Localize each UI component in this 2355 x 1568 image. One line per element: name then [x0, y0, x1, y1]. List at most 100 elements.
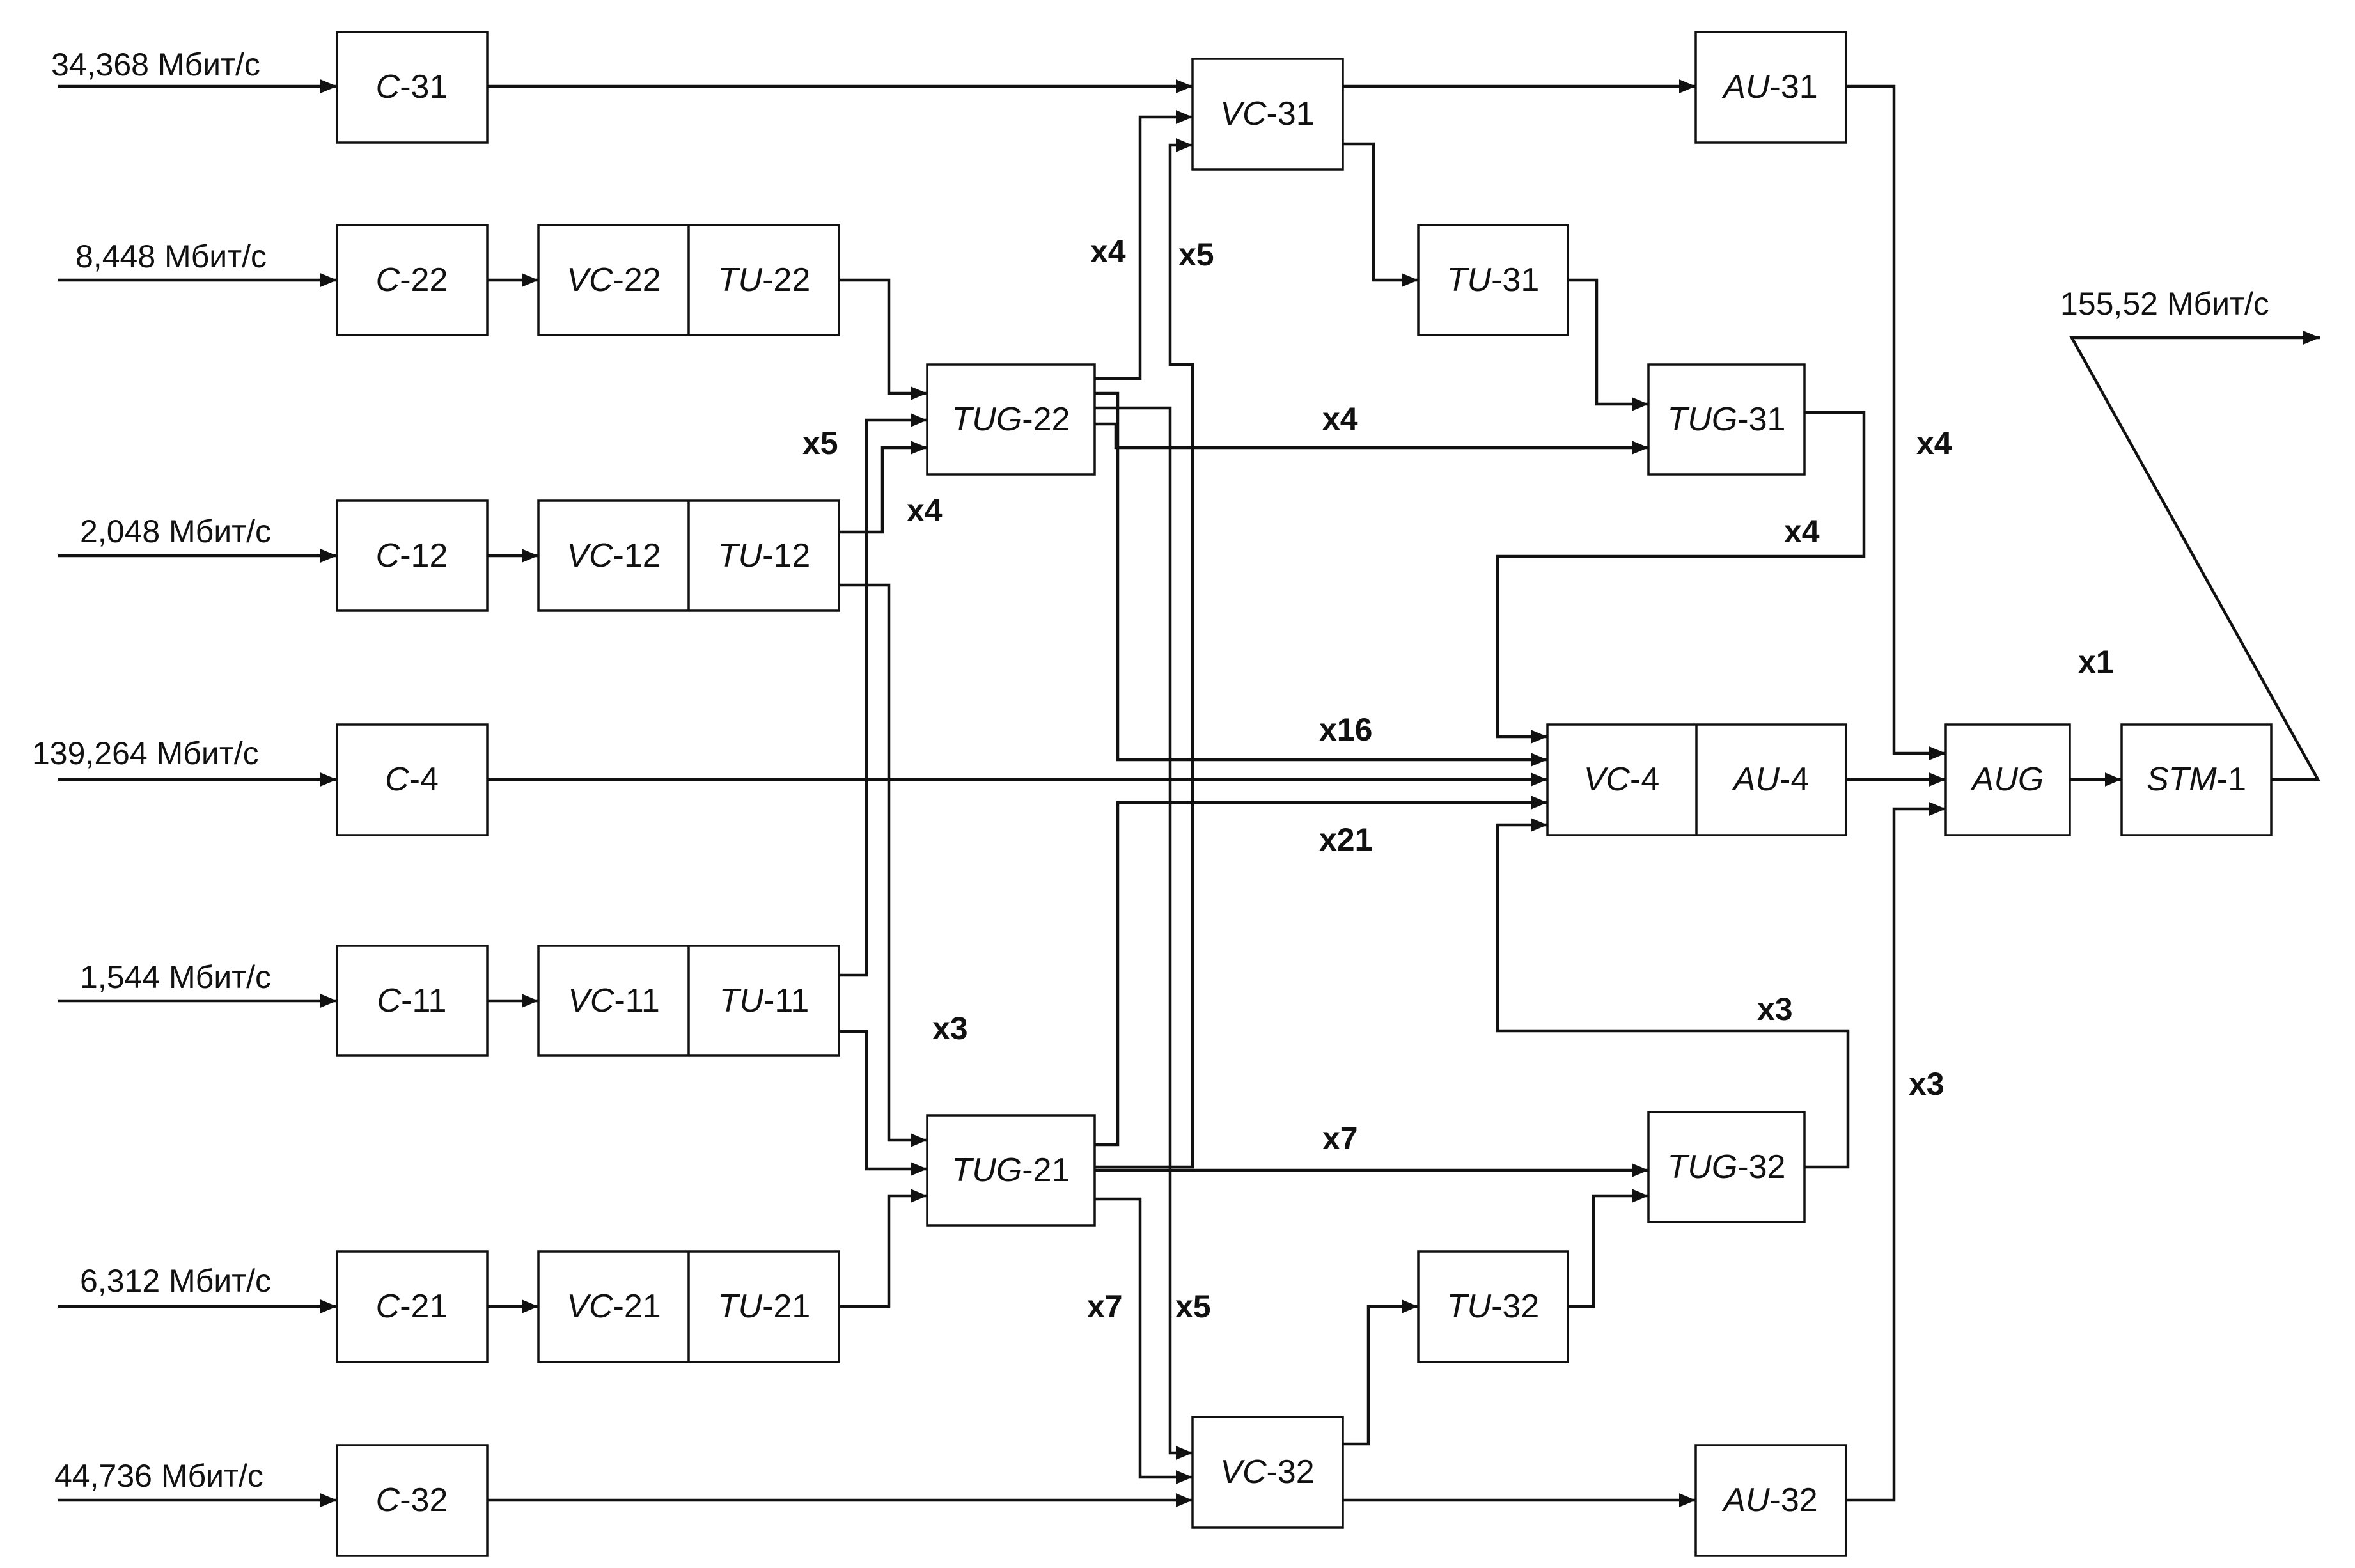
block-aug: AUG	[1944, 723, 2071, 836]
arrow-vc31-tu31	[1343, 142, 1418, 287]
arrow-tug22-vc4	[1095, 391, 1547, 767]
svg-text:AU-32: AU-32	[1721, 1482, 1817, 1519]
block-c21: C-21	[336, 1250, 489, 1363]
rate-label-c21: 6,312 Мбит/с	[80, 1263, 271, 1299]
svg-text:VC-4: VC-4	[1584, 761, 1660, 798]
block-tug21: TUG-21	[926, 1114, 1096, 1227]
block-au32: AU-32	[1694, 1444, 1847, 1557]
mult-tug22-vc31: x4	[1090, 233, 1126, 269]
svg-text:TUG-22: TUG-22	[952, 401, 1070, 438]
svg-text:C-21: C-21	[376, 1288, 448, 1325]
block-vc11-tu11: VC-11 TU-11	[537, 945, 840, 1057]
mult-au31-aug: x4	[1916, 425, 1952, 461]
block-vc22-tu22: VC-22 TU-22	[537, 224, 840, 336]
arrow-tug22-tug31	[1095, 422, 1648, 455]
arrow-tu12-tug22	[839, 441, 927, 534]
svg-text:AU-4: AU-4	[1732, 761, 1810, 798]
connection-lines	[58, 79, 2320, 1507]
svg-text:VC-11: VC-11	[568, 982, 660, 1019]
block-stm1: STM-1	[2120, 723, 2273, 836]
arrow-tug22-vc32	[1095, 406, 1193, 1460]
block-vc12-tu12: VC-12 TU-12	[537, 499, 840, 612]
block-c4: C-4	[336, 723, 489, 836]
svg-text:C-4: C-4	[385, 761, 439, 798]
svg-text:TU-11: TU-11	[719, 982, 810, 1019]
arrow-tug22-vc31	[1095, 110, 1193, 380]
svg-text:VC-21: VC-21	[567, 1288, 661, 1325]
arrow-tu21-tug21	[839, 1189, 927, 1308]
arrow-au32-aug	[1846, 802, 1946, 1502]
block-tug22: TUG-22	[926, 363, 1096, 476]
svg-text:VC-32: VC-32	[1220, 1454, 1314, 1491]
svg-text:TUG-32: TUG-32	[1668, 1149, 1786, 1186]
arrow-tu12-tug21	[839, 583, 927, 1147]
block-vc21-tu21: VC-21 TU-21	[537, 1250, 840, 1363]
svg-text:TU-22: TU-22	[718, 262, 810, 299]
svg-text:TU-21: TU-21	[718, 1288, 810, 1325]
block-vc31: VC-31	[1191, 58, 1344, 171]
svg-text:C-32: C-32	[376, 1482, 448, 1519]
arrow-tug21-vc4	[1095, 796, 1547, 1147]
mult-tu11-tug22: x4	[907, 492, 943, 528]
block-vc32: VC-32	[1191, 1416, 1344, 1529]
block-au31: AU-31	[1694, 31, 1847, 144]
mult-tug21-vc32: x7	[1087, 1289, 1123, 1324]
block-tu32: TU-32	[1417, 1250, 1569, 1363]
mult-aug-stm1: x1	[2078, 644, 2114, 680]
arrow-tu31-tug31	[1568, 278, 1648, 411]
block-c11: C-11	[336, 945, 489, 1057]
mult-tug21-tug32: x7	[1322, 1120, 1358, 1156]
rate-label-c22: 8,448 Мбит/с	[75, 239, 267, 274]
mult-tug31-vc4: x4	[1784, 514, 1820, 549]
mult-vc32-x5: x5	[1175, 1289, 1211, 1324]
rate-label-c11: 1,544 Мбит/с	[80, 959, 271, 995]
output-arrow-stm1	[2069, 331, 2320, 781]
block-c32: C-32	[336, 1444, 489, 1557]
svg-text:VC-12: VC-12	[567, 537, 661, 574]
mult-tu12-tug21: x3	[932, 1010, 968, 1046]
svg-text:C-22: C-22	[376, 262, 448, 299]
arrow-tu22-tug22	[839, 278, 927, 400]
arrow-tug21-vc32	[1095, 1197, 1193, 1484]
svg-text:AUG: AUG	[1970, 761, 2044, 798]
mult-au32-aug: x3	[1909, 1066, 1944, 1102]
arrow-tug31-vc4	[1496, 411, 1866, 744]
block-vc4-au4: VC-4 AU-4	[1546, 723, 1847, 836]
svg-text:C-31: C-31	[376, 68, 448, 106]
svg-text:TU-32: TU-32	[1447, 1288, 1539, 1325]
svg-text:TUG-21: TUG-21	[952, 1152, 1070, 1189]
mult-tu12-tug22: x5	[802, 425, 838, 461]
arrow-tu32-tug32	[1568, 1189, 1648, 1308]
svg-text:VC-22: VC-22	[567, 262, 661, 299]
block-tug32: TUG-32	[1647, 1111, 1806, 1223]
rate-label-c32: 44,736 Мбит/с	[54, 1458, 263, 1494]
block-c31: C-31	[336, 31, 489, 144]
mult-tug21-vc4: x21	[1319, 822, 1372, 858]
mult-tug32-vc4: x3	[1757, 991, 1793, 1027]
svg-text:TUG-31: TUG-31	[1668, 401, 1786, 438]
arrow-au31-aug	[1846, 84, 1946, 760]
arrow-tu11-tug21	[839, 1030, 927, 1176]
arrow-vc32-tu32	[1343, 1299, 1418, 1446]
block-tu31: TU-31	[1417, 224, 1569, 336]
arrow-tug32-vc4	[1496, 818, 1850, 1169]
rate-label-c31: 34,368 Мбит/с	[51, 47, 260, 82]
svg-text:TU-31: TU-31	[1447, 262, 1539, 299]
svg-text:C-12: C-12	[376, 537, 448, 574]
block-c12: C-12	[336, 499, 489, 612]
svg-text:TU-12: TU-12	[718, 537, 810, 574]
svg-text:AU-31: AU-31	[1721, 68, 1817, 106]
arrow-tu11-tug22	[839, 413, 927, 977]
svg-text:VC-31: VC-31	[1220, 95, 1314, 132]
rate-label-stm1: 155,52 Мбит/с	[2060, 286, 2269, 322]
rate-label-c4: 139,264 Мбит/с	[32, 735, 259, 771]
arrow-tug21-vc31	[1095, 138, 1194, 1169]
mult-tug22-tug31: x4	[1322, 401, 1358, 437]
mult-tug22-vc4: x16	[1319, 712, 1372, 748]
block-c22: C-22	[336, 224, 489, 336]
svg-text:C-11: C-11	[377, 982, 447, 1019]
rate-label-c12: 2,048 Мбит/с	[80, 514, 271, 549]
mult-vc31-x5: x5	[1178, 237, 1214, 272]
block-tug31: TUG-31	[1647, 363, 1806, 476]
